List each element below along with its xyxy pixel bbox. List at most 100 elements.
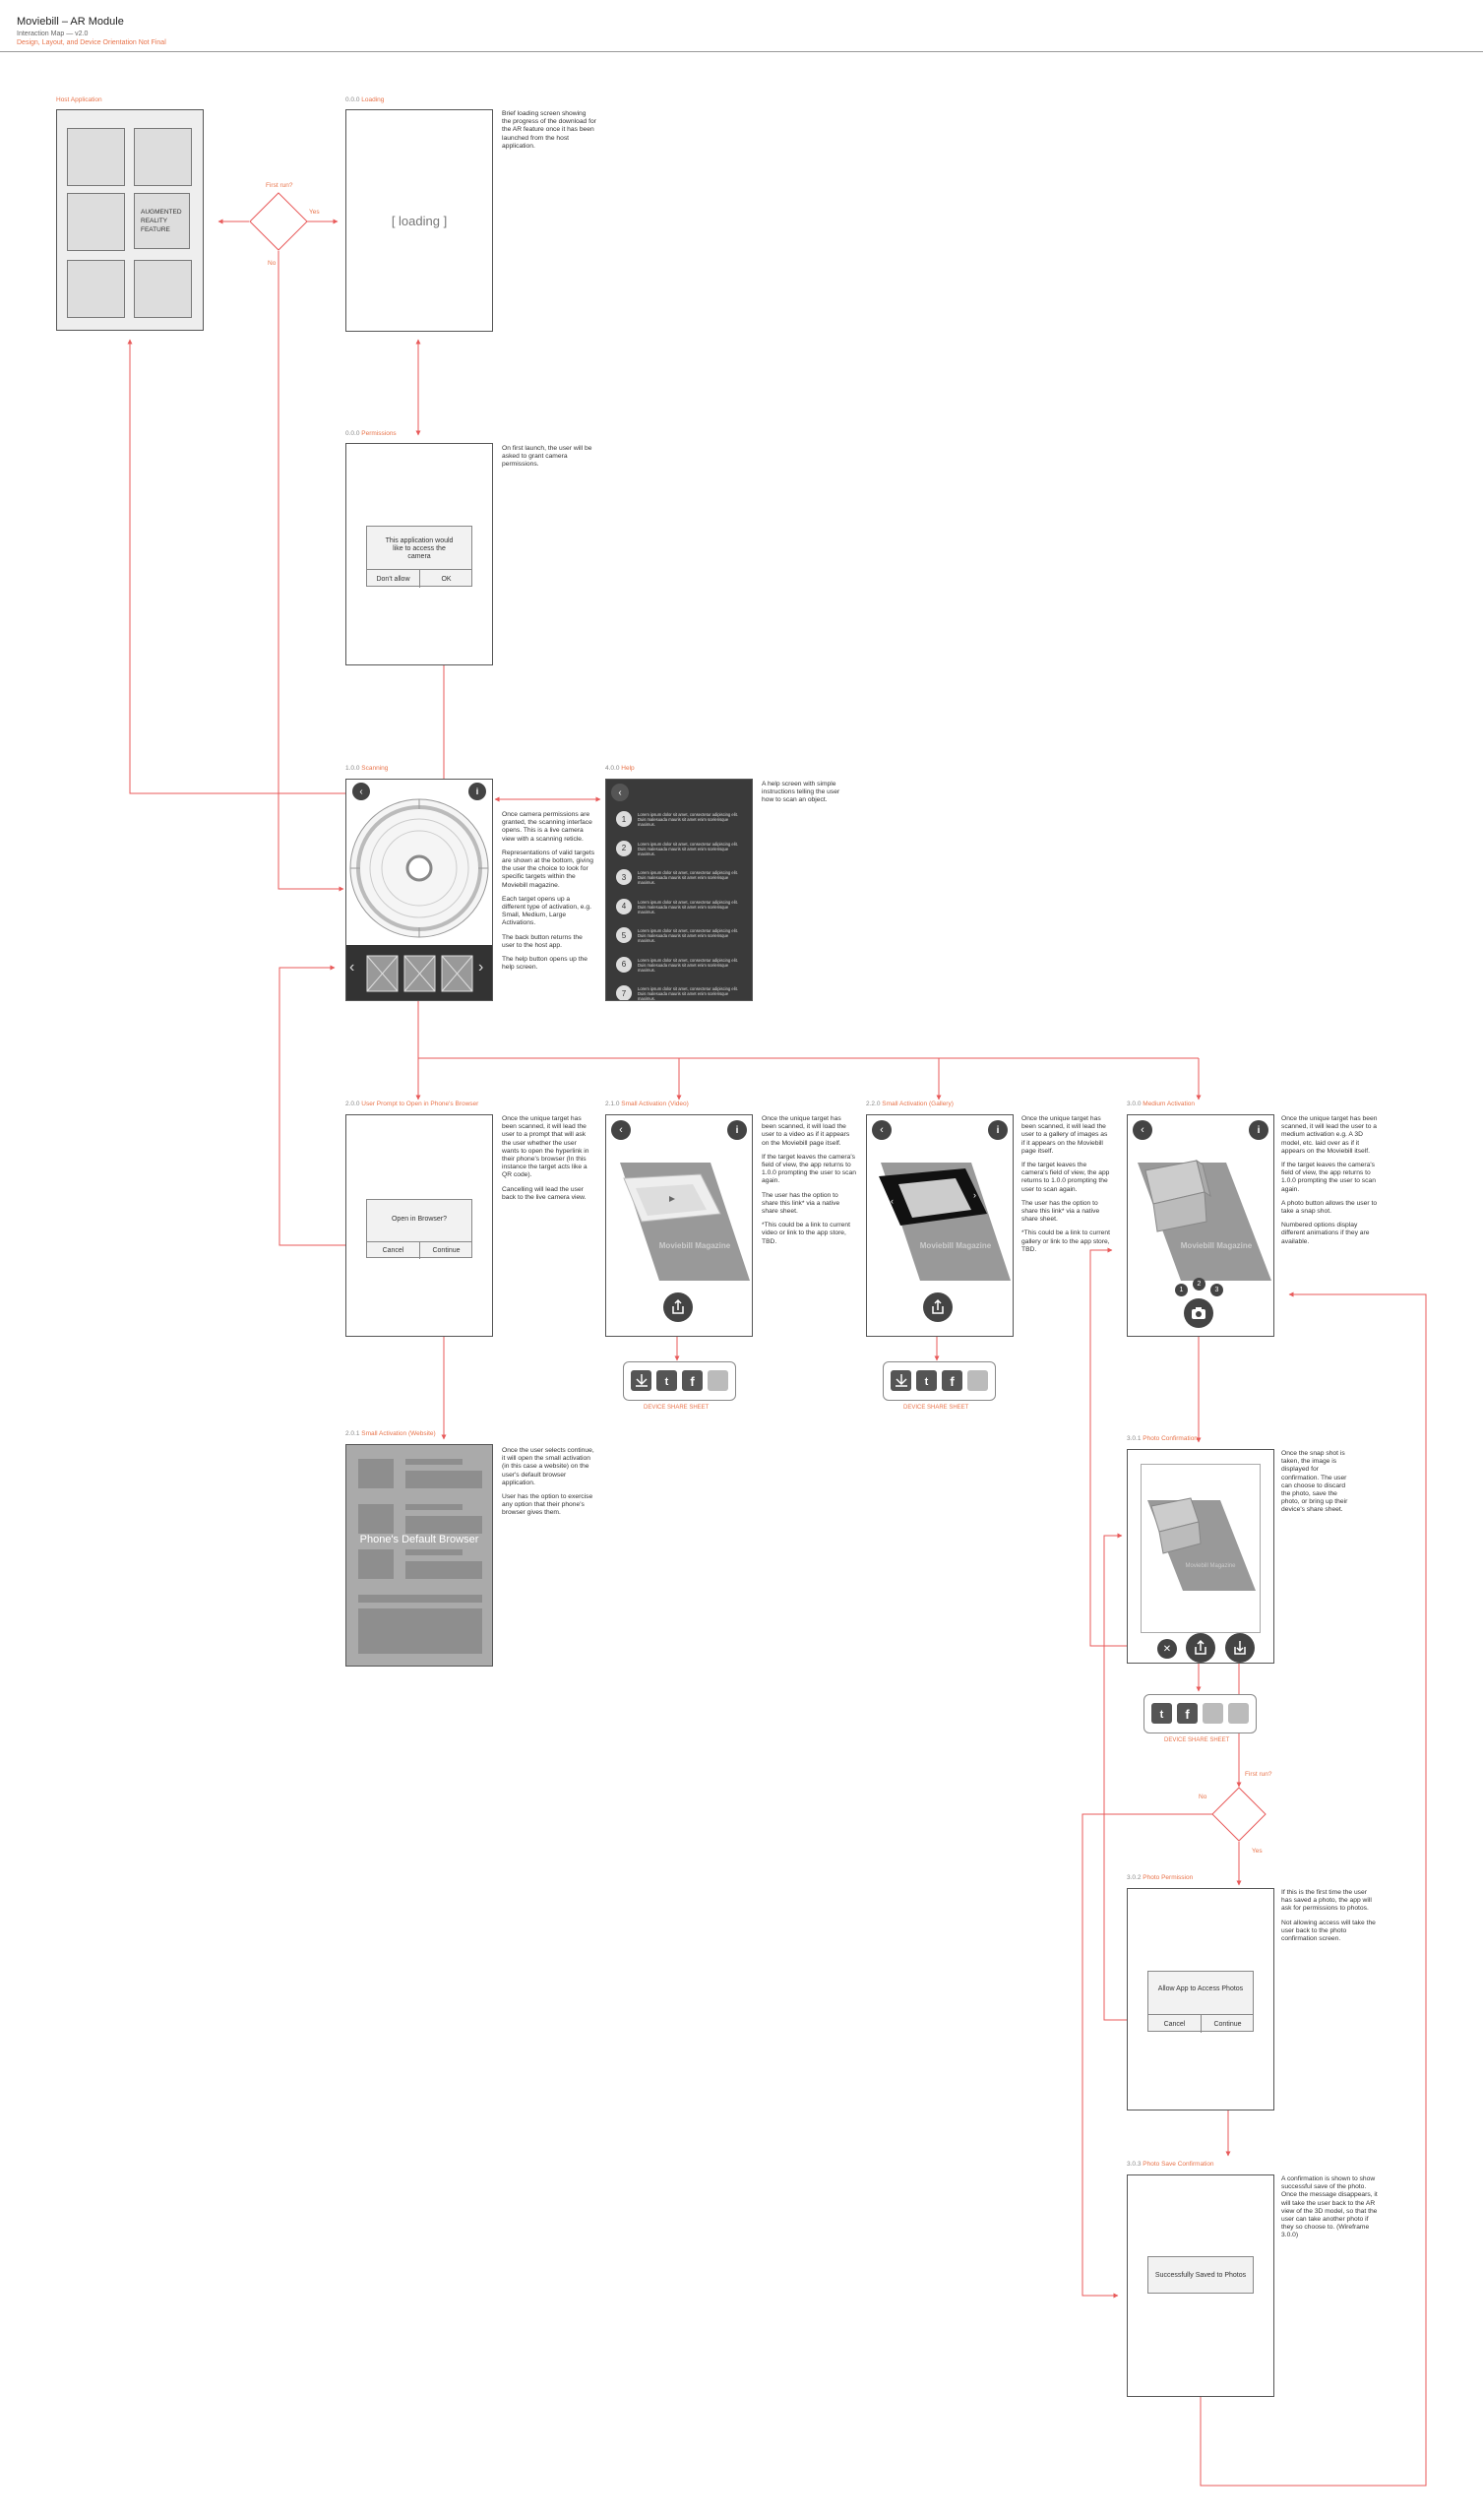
host-tile[interactable] — [67, 128, 125, 186]
help-item: 5 Lorem ipsum dolor sit amet, consectetur… — [616, 927, 748, 957]
magazine-text: Moviebill Magazine — [919, 1241, 992, 1250]
back-button[interactable]: ‹ — [611, 1120, 631, 1140]
gallery-desc: Once the unique target has been scanned,… — [1021, 1115, 1110, 1253]
share-sheet-icons[interactable]: t f — [631, 1370, 729, 1392]
info-icon: i — [475, 787, 479, 796]
back-button[interactable]: ‹ — [352, 783, 370, 800]
photos-permission-dialog: Allow App to Access Photos Cancel Contin… — [1147, 1971, 1254, 2033]
step-number: 5 — [616, 927, 632, 943]
help-button[interactable]: i — [468, 783, 486, 800]
decision-question: First run? — [266, 182, 293, 189]
prompt-frame: Open in Browser? Cancel Continue — [345, 1114, 493, 1337]
cancel-button[interactable]: Cancel — [1148, 2014, 1202, 2033]
dialog-message: Allow App to Access Photos — [1157, 1985, 1244, 1992]
screen-label-gallery: 2.2.0 Small Activation (Gallery) — [866, 1101, 954, 1107]
screen-label-permissions: 0.0.0 Permissions — [345, 430, 397, 437]
share-sheet-icons[interactable]: t f — [1151, 1703, 1250, 1725]
target-thumbnails[interactable] — [366, 955, 474, 992]
step-number: 3 — [616, 869, 632, 885]
medium-frame: Moviebill Magazine ‹ i 1 2 3 — [1127, 1114, 1274, 1337]
decision-yes: Yes — [309, 209, 320, 216]
screen-label-website: 2.0.1 Small Activation (Website) — [345, 1430, 436, 1437]
medium-desc: Once the unique target has been scanned,… — [1281, 1115, 1378, 1245]
save-button[interactable] — [1225, 1633, 1255, 1663]
chevron-right-icon[interactable]: › — [478, 959, 484, 976]
ar-feature-tile[interactable]: AUGMENTED REALITY FEATURE — [134, 193, 190, 249]
dont-allow-button[interactable]: Don't allow — [367, 569, 420, 588]
help-back-button[interactable]: ‹ — [611, 784, 629, 801]
step-number: 7 — [616, 985, 632, 1000]
animation-option-1[interactable]: 1 — [1175, 1284, 1188, 1296]
photo-confirm-frame: Moviebill Magazine ✕ — [1127, 1449, 1274, 1664]
photo-button[interactable] — [1184, 1298, 1213, 1328]
ok-button[interactable]: OK — [420, 569, 472, 588]
website-desc: Once the user selects continue, it will … — [502, 1447, 594, 1517]
share-sheet-label: DEVICE SHARE SHEET — [903, 1405, 969, 1411]
back-button[interactable]: ‹ — [872, 1120, 892, 1140]
info-button[interactable]: i — [727, 1120, 747, 1140]
scanning-frame: ‹ i ‹ › — [345, 779, 493, 1001]
step-text: Lorem ipsum dolor sit amet, consectetur … — [638, 957, 738, 973]
info-icon: i — [996, 1124, 1000, 1136]
svg-text:t: t — [665, 1376, 669, 1388]
discard-button[interactable]: ✕ — [1157, 1639, 1177, 1659]
host-tile[interactable] — [134, 260, 192, 318]
photo-preview: Moviebill Magazine — [1141, 1464, 1261, 1633]
loading-desc: Brief loading screen showing the progres… — [502, 110, 596, 150]
svg-text:‹: ‹ — [891, 1196, 894, 1206]
continue-button[interactable]: Continue — [420, 1241, 472, 1259]
info-button[interactable]: i — [988, 1120, 1008, 1140]
share-button[interactable] — [663, 1292, 693, 1322]
host-app-frame: AUGMENTED REALITY FEATURE — [56, 109, 204, 331]
share-sheet-label: DEVICE SHARE SHEET — [1164, 1737, 1230, 1743]
animation-option-2[interactable]: 2 — [1193, 1278, 1205, 1291]
video-desc: Once the unique target has been scanned,… — [762, 1115, 856, 1245]
screen-label-scanning: 1.0.0 Scanning — [345, 765, 389, 772]
svg-text:f: f — [1185, 1707, 1190, 1722]
magazine-text: Moviebill Magazine — [658, 1241, 731, 1250]
step-text: Lorem ipsum dolor sit amet, consectetur … — [638, 899, 738, 914]
permissions-desc: On first launch, the user will be asked … — [502, 445, 592, 469]
step-number: 4 — [616, 898, 632, 914]
dialog-message: This application would like to access th… — [385, 537, 454, 560]
chevron-left-icon[interactable]: ‹ — [349, 959, 355, 976]
page-title: Moviebill – AR Module — [17, 16, 124, 28]
back-button[interactable]: ‹ — [1133, 1120, 1152, 1140]
host-tile[interactable] — [67, 260, 125, 318]
chevron-left-icon: ‹ — [1141, 1124, 1144, 1136]
screen-label-video: 2.1.0 Small Activation (Video) — [605, 1101, 689, 1107]
target-tray: ‹ › — [346, 945, 492, 1000]
share-button[interactable] — [923, 1292, 953, 1322]
continue-button[interactable]: Continue — [1202, 2014, 1254, 2033]
header-divider — [0, 51, 1483, 52]
permissions-frame: This application would like to access th… — [345, 443, 493, 665]
step-text: Lorem ipsum dolor sit amet, consectetur … — [638, 870, 738, 885]
step-text: Lorem ipsum dolor sit amet, consectetur … — [638, 928, 738, 943]
chevron-left-icon: ‹ — [880, 1124, 884, 1136]
open-browser-dialog: Open in Browser? Cancel Continue — [366, 1199, 472, 1259]
host-tile[interactable] — [134, 128, 192, 186]
step-text: Lorem ipsum dolor sit amet, consectetur … — [638, 841, 738, 856]
share-button[interactable] — [1186, 1633, 1215, 1663]
share-sheet-icons[interactable]: t f — [891, 1370, 989, 1392]
scanning-reticle — [349, 798, 489, 938]
help-item: 4 Lorem ipsum dolor sit amet, consectetur… — [616, 898, 748, 928]
download-icon — [1234, 1641, 1246, 1655]
cancel-button[interactable]: Cancel — [367, 1241, 420, 1259]
screen-label-loading: 0.0.0 Loading — [345, 96, 385, 103]
photo-perm-desc: If this is the first time the user has s… — [1281, 1889, 1376, 1943]
close-icon: ✕ — [1162, 1643, 1172, 1655]
browser-placeholder — [358, 1459, 482, 1654]
svg-text:t: t — [925, 1376, 929, 1388]
camera-permission-dialog: This application would like to access th… — [366, 526, 472, 588]
svg-text:t: t — [1160, 1709, 1164, 1721]
info-button[interactable]: i — [1249, 1120, 1268, 1140]
host-tile[interactable] — [67, 193, 125, 251]
animation-option-3[interactable]: 3 — [1210, 1284, 1223, 1296]
video-activation-view — [620, 1163, 750, 1281]
